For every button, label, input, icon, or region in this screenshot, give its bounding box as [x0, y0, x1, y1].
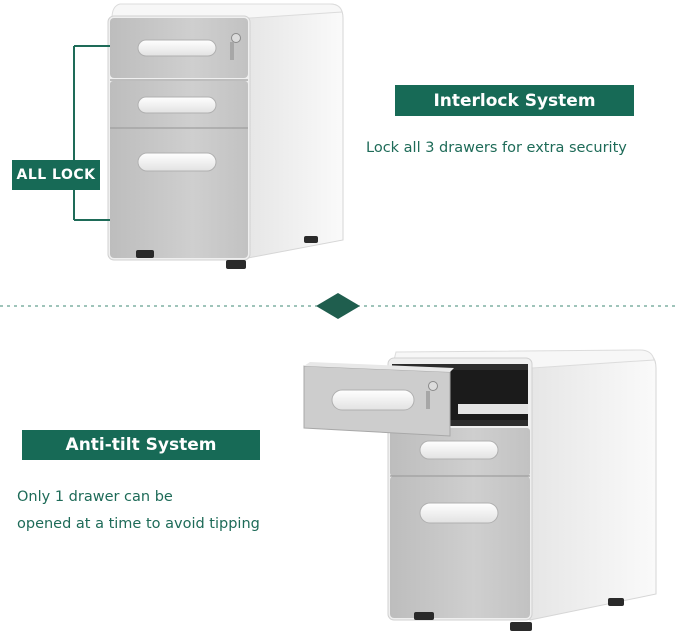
interlock-system-badge: Interlock System	[395, 85, 634, 116]
bottom-drawer-3	[390, 476, 530, 618]
interlock-caption: Lock all 3 drawers for extra security	[366, 140, 627, 156]
drawer-handle	[137, 39, 217, 57]
drawer-handle	[137, 96, 217, 114]
all-lock-label: ALL LOCK	[12, 160, 100, 190]
lock-icon	[231, 33, 241, 43]
section-divider	[0, 293, 679, 319]
drawer-handle	[331, 389, 415, 411]
anti-tilt-caption-line-1: Only 1 drawer can be	[17, 489, 173, 505]
top-cabinet	[107, 3, 344, 269]
anti-tilt-caption-line-2: opened at a time to avoid tipping	[17, 516, 260, 532]
bottom-cabinet	[303, 349, 657, 631]
drawer-handle	[419, 440, 499, 460]
drawer-handle	[137, 152, 217, 172]
all-lock-bracket	[73, 45, 110, 221]
diamond-icon	[316, 293, 360, 319]
top-drawer-3	[110, 129, 248, 258]
drawer-handle	[419, 502, 499, 524]
lock-icon	[428, 381, 438, 391]
anti-tilt-system-badge: Anti-tilt System	[22, 430, 260, 460]
